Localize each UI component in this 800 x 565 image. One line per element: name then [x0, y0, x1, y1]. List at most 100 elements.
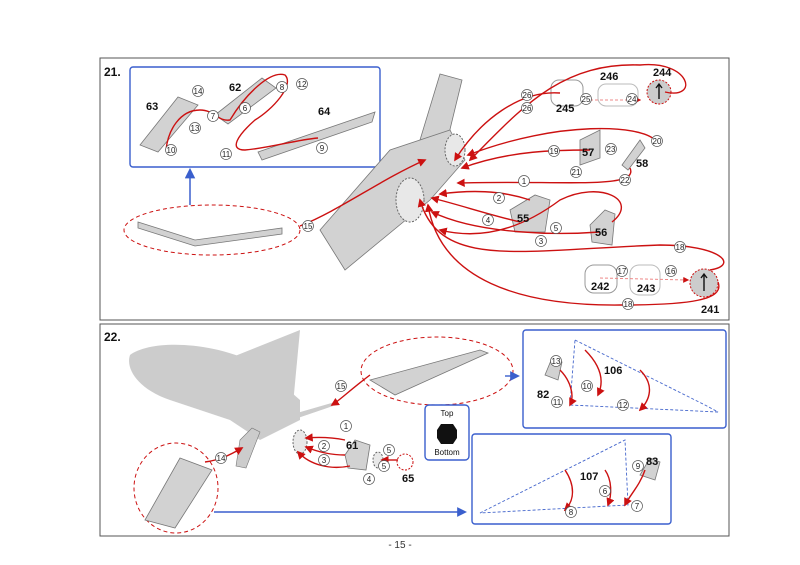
svg-text:2: 2: [322, 442, 327, 451]
route-line: [438, 191, 623, 236]
circled-step-number: 17: [616, 265, 628, 277]
part-label: 243: [637, 283, 655, 295]
route-line: [430, 195, 521, 223]
part-label: 55: [517, 213, 529, 225]
circled-step-number: 8: [276, 81, 288, 93]
circled-step-number: 1: [340, 420, 352, 432]
stabilizer-piece-large: [368, 349, 490, 396]
svg-text:11: 11: [222, 150, 231, 159]
part-64-piece: [257, 111, 376, 161]
svg-text:12: 12: [619, 401, 628, 410]
wing-piece: [137, 221, 283, 247]
part-label: 107: [580, 471, 598, 483]
part-56-piece: [589, 209, 616, 246]
svg-text:8: 8: [280, 83, 285, 92]
part-label: 64: [318, 106, 331, 118]
circled-step-number: 6: [599, 485, 611, 497]
part-58-piece: [621, 139, 646, 171]
circled-step-number: 16: [665, 265, 677, 277]
part-label: 83: [646, 456, 658, 468]
svg-text:17: 17: [618, 267, 627, 276]
svg-text:9: 9: [636, 462, 641, 471]
circled-step-number: 10: [581, 380, 593, 392]
svg-text:4: 4: [486, 216, 491, 225]
circled-step-number: 21: [570, 166, 582, 178]
circled-step-number: 8: [565, 506, 577, 518]
svg-text:4: 4: [367, 475, 372, 484]
svg-text:24: 24: [628, 95, 637, 104]
legend-bottom-label: Bottom: [434, 448, 460, 457]
stabilizer-dashed-highlight: [360, 336, 514, 406]
svg-text:25: 25: [582, 95, 591, 104]
route-line: [454, 92, 561, 162]
part-62-piece: [214, 77, 277, 125]
part-label: 246: [600, 71, 618, 83]
svg-text:18: 18: [676, 243, 685, 252]
circled-step-number: 7: [207, 110, 219, 122]
route-line: [296, 450, 351, 469]
svg-text:6: 6: [603, 487, 608, 496]
step-22-frame: [99, 323, 730, 537]
route-line: [460, 149, 591, 170]
svg-text:6: 6: [243, 104, 248, 113]
stabilizer-route: [638, 369, 651, 412]
route-line: [417, 198, 725, 271]
part-83-piece: [639, 457, 661, 481]
circled-step-number: 2: [318, 440, 330, 452]
route-line: [424, 203, 720, 306]
part-243-piece: [629, 264, 661, 296]
svg-text:10: 10: [583, 382, 592, 391]
part-label: 63: [146, 101, 158, 113]
route-line: [304, 445, 346, 456]
fin-route: [624, 469, 646, 507]
svg-text:26: 26: [523, 91, 532, 100]
route-line: [438, 188, 531, 201]
circled-step-number: 3: [318, 454, 330, 466]
circled-step-number: 23: [605, 143, 617, 155]
step-21-panel: 21.: [99, 57, 730, 321]
stabilizer-piece: [290, 402, 335, 420]
circled-step-number: 13: [550, 355, 562, 367]
circled-step-number: 26: [521, 102, 533, 114]
circled-step-number: 9: [632, 460, 644, 472]
svg-text:22: 22: [621, 176, 630, 185]
svg-text:5: 5: [382, 462, 387, 471]
svg-text:8: 8: [569, 508, 574, 517]
route-line: [299, 158, 427, 227]
route-line: [468, 63, 687, 162]
circled-step-number: 12: [296, 78, 308, 90]
svg-text:13: 13: [191, 124, 200, 133]
part-label: 56: [595, 227, 607, 239]
svg-text:1: 1: [344, 422, 349, 431]
tail-fin-shape: [200, 330, 300, 415]
svg-text:1: 1: [522, 177, 527, 186]
engine-pylon-piece: [235, 427, 261, 469]
circled-step-number: 6: [239, 102, 251, 114]
step-21-inset-box: [129, 66, 381, 168]
circled-step-number: 22: [619, 174, 631, 186]
svg-text:7: 7: [635, 502, 640, 511]
svg-text:20: 20: [653, 137, 662, 146]
part-label: 244: [653, 67, 672, 79]
svg-text:7: 7: [211, 112, 216, 121]
circled-step-number: 3: [535, 235, 547, 247]
stabilizer-route: [559, 369, 577, 407]
part-label: 245: [556, 103, 574, 115]
engine-ring: [292, 429, 308, 455]
fuselage-shape: [319, 129, 466, 271]
circled-step-number: 15: [302, 220, 314, 232]
part-63-piece: [139, 96, 199, 153]
svg-text:15: 15: [337, 382, 346, 391]
svg-text:3: 3: [322, 456, 327, 465]
step-21-title: 21.: [104, 65, 121, 79]
svg-text:21: 21: [572, 168, 581, 177]
circled-step-number: 11: [220, 148, 232, 160]
part-label: 82: [537, 389, 549, 401]
inset-route-path: [165, 73, 319, 151]
svg-text:16: 16: [667, 267, 676, 276]
part-57-piece: [579, 129, 601, 166]
circled-step-number: 4: [482, 214, 494, 226]
circled-step-number: 9: [316, 142, 328, 154]
circled-step-number: 26: [521, 89, 533, 101]
